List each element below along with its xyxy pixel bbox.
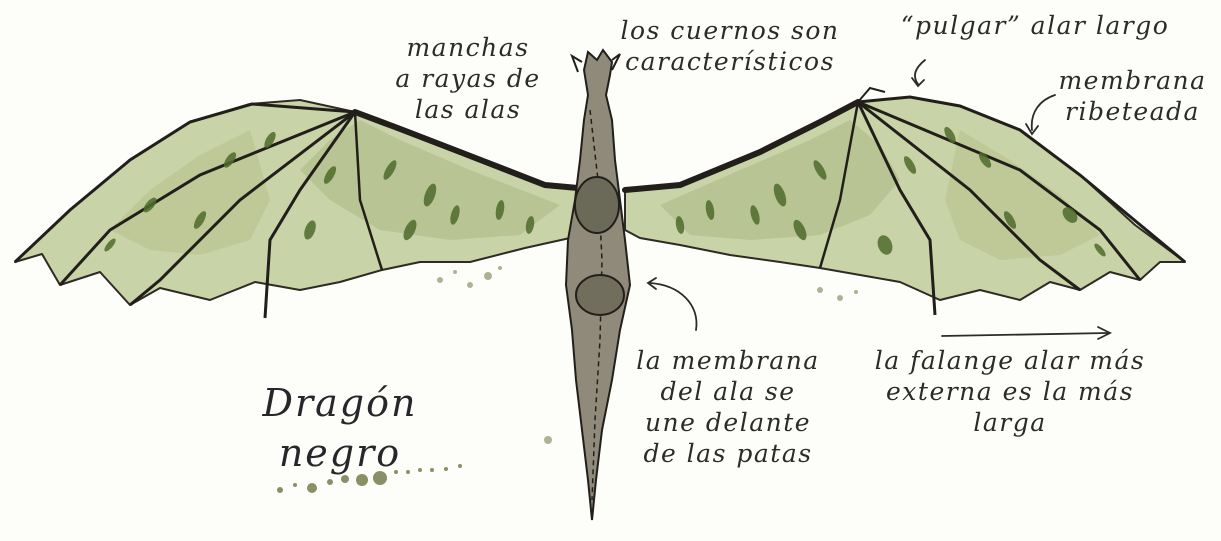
left-wing [15,100,600,318]
annotation-horns: los cuernos son característicos [620,15,840,77]
annotation-phalanx: la falange alar más externa es la más la… [845,345,1175,438]
illustration-title: Dragón negro [245,378,435,478]
annotation-membrane-join: la membrana del ala se une delante de la… [628,345,828,469]
dragon-body [566,50,630,520]
annotation-thumb: “pulgar” alar largo [900,10,1170,41]
annotation-membrane-edge: membrana ribeteada [1050,65,1215,127]
annotation-wing-stripes: manchas a rayas de las alas [393,32,543,125]
